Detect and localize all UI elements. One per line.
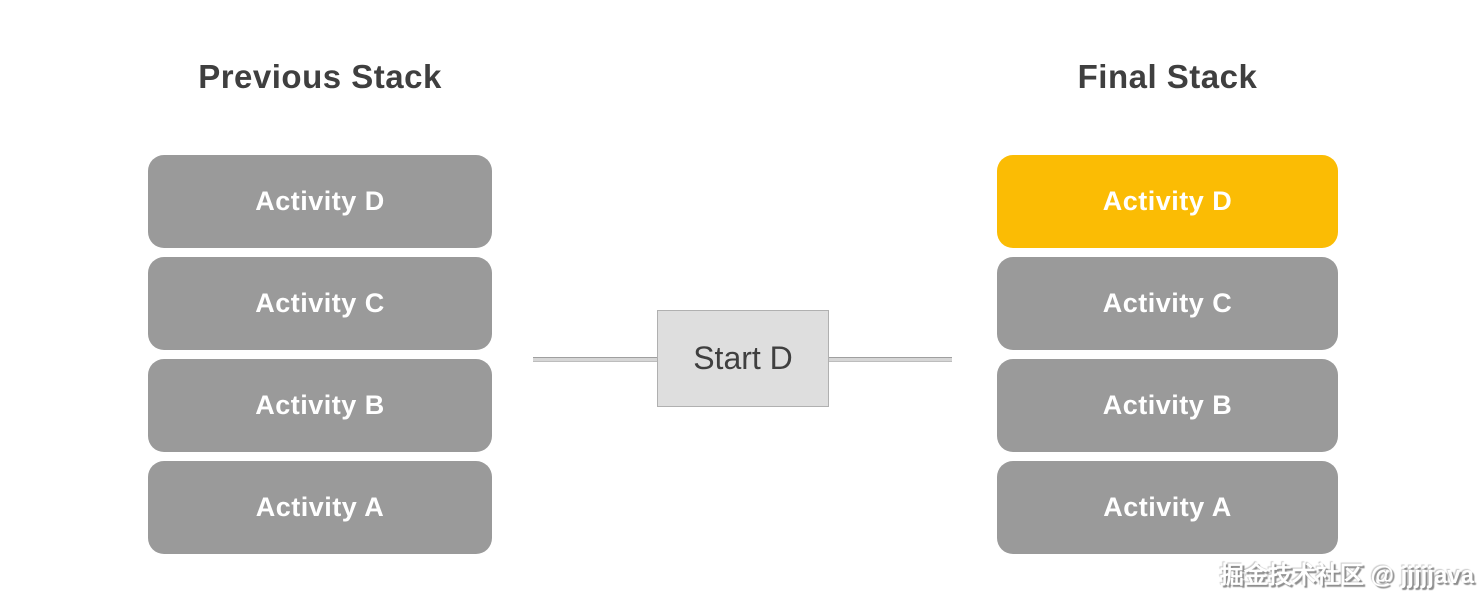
activity-label: Activity D [1102,186,1233,216]
previous-stack-title: Previous Stack [198,58,442,95]
previous-stack-box-activity-a: Activity A [148,461,492,554]
final-stack-boxes: Activity D Activity C Activity B Activit… [997,155,1338,554]
final-stack-box-activity-b: Activity B [997,359,1338,452]
final-stack-box-activity-c: Activity C [997,257,1338,350]
activity-label: Activity A [1103,492,1232,522]
previous-stack-box-activity-c: Activity C [148,257,492,350]
activity-label: Activity B [1102,390,1233,420]
previous-stack-boxes: Activity D Activity C Activity B Activit… [148,155,492,554]
action-label: Start D [693,340,793,376]
activity-label: Activity A [255,492,385,522]
final-stack-title: Final Stack [1077,58,1258,95]
activity-label: Activity C [255,288,385,318]
activity-label: Activity C [1102,288,1233,318]
watermark-text: 掘金技术社区 @ jjjjjava [1219,562,1474,589]
previous-stack-box-activity-d: Activity D [148,155,492,248]
final-stack-box-activity-a: Activity A [997,461,1338,554]
final-stack-box-activity-d: Activity D [997,155,1338,248]
activity-label: Activity B [255,390,385,420]
start-d-action-box: Start D [657,310,829,407]
previous-stack-box-activity-b: Activity B [148,359,492,452]
activity-label: Activity D [255,186,385,216]
